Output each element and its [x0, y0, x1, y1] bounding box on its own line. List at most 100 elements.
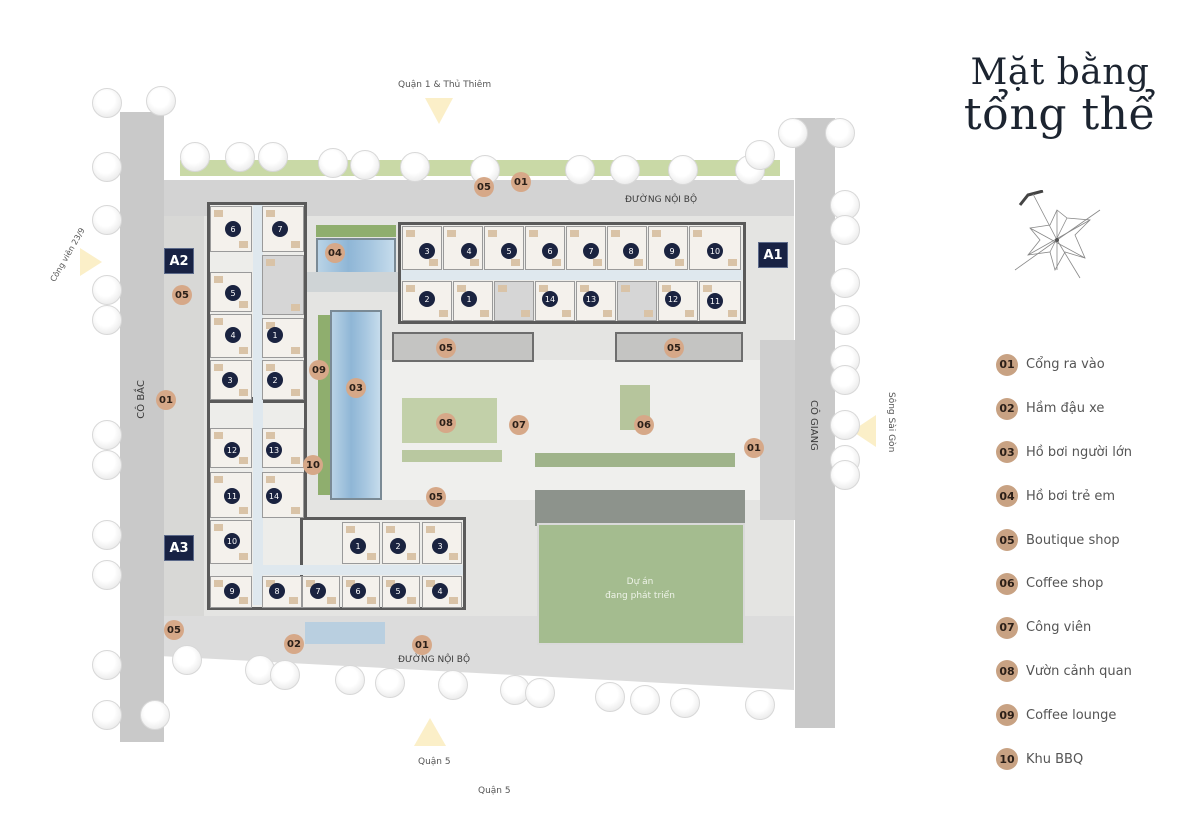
unit[interactable]	[382, 576, 420, 608]
amenity-marker[interactable]: 03	[346, 378, 366, 398]
road-co-giang	[795, 118, 835, 728]
amenity-marker[interactable]: 01	[511, 172, 531, 192]
development-lot	[537, 523, 745, 645]
amenity-marker[interactable]: 01	[156, 390, 176, 410]
amenity-marker[interactable]: 01	[412, 635, 432, 655]
tree-icon	[830, 410, 860, 440]
unit-number: 6	[225, 221, 241, 237]
tree-icon	[610, 155, 640, 185]
unit[interactable]	[453, 281, 493, 321]
unit-number: 9	[664, 243, 680, 259]
unit[interactable]	[210, 272, 252, 312]
tree-icon	[92, 152, 122, 182]
amenity-marker[interactable]: 08	[436, 413, 456, 433]
legend-badge: 09	[996, 704, 1018, 727]
unit-number: 7	[272, 221, 288, 237]
tree-icon	[92, 305, 122, 335]
legend-label: Coffee lounge	[1026, 707, 1117, 723]
tree-icon	[668, 155, 698, 185]
tree-icon	[335, 665, 365, 695]
amenity-marker[interactable]: 09	[309, 360, 329, 380]
dev-lot-border	[535, 490, 745, 526]
unit[interactable]	[342, 576, 380, 608]
west-wing-corridor	[253, 205, 263, 605]
amenity-marker[interactable]: 02	[284, 634, 304, 654]
title-line-2: tổng thể	[963, 88, 1157, 140]
tree-icon	[830, 365, 860, 395]
unit-number: 1	[267, 327, 283, 343]
unit-number: 3	[222, 372, 238, 388]
garden-row	[402, 450, 502, 462]
unit[interactable]	[699, 281, 741, 321]
tree-icon	[525, 678, 555, 708]
amenity-marker[interactable]: 07	[509, 415, 529, 435]
tree-icon	[92, 450, 122, 480]
amenity-marker[interactable]: 04	[325, 243, 345, 263]
road-label-internal-north: ĐƯỜNG NỘI BỘ	[625, 195, 698, 205]
unit[interactable]	[576, 281, 616, 321]
direction-label-south: Quận 5	[418, 757, 451, 767]
unit-number: 10	[224, 533, 240, 549]
shop-a1-left	[392, 332, 534, 362]
tree-icon	[180, 142, 210, 172]
unit[interactable]	[262, 428, 304, 468]
amenity-marker[interactable]: 05	[436, 338, 456, 358]
unit[interactable]	[648, 226, 688, 270]
tree-icon	[565, 155, 595, 185]
amenity-marker[interactable]: 05	[664, 338, 684, 358]
tree-icon	[595, 682, 625, 712]
unit-number: 14	[542, 291, 558, 307]
tower-a1-corridor	[401, 270, 743, 280]
road-label-internal-south: ĐƯỜNG NỘI BỘ	[398, 655, 471, 665]
tree-icon	[92, 205, 122, 235]
tree-icon	[318, 148, 348, 178]
tree-icon	[225, 142, 255, 172]
tree-icon	[92, 275, 122, 305]
tree-icon	[400, 152, 430, 182]
legend-badge: 03	[996, 441, 1018, 464]
stair-core	[262, 255, 304, 315]
unit[interactable]	[210, 360, 252, 400]
amenity-marker[interactable]: 06	[634, 415, 654, 435]
legend-badge: 10	[996, 748, 1018, 771]
amenity-marker[interactable]: 10	[303, 455, 323, 475]
amenity-marker[interactable]: 05	[474, 177, 494, 197]
unit[interactable]	[484, 226, 524, 270]
unit-number: 5	[501, 243, 517, 259]
legend-label: Coffee shop	[1026, 576, 1104, 592]
amenity-marker[interactable]: 05	[172, 285, 192, 305]
legend-label: Hồ bơi người lớn	[1026, 444, 1133, 460]
tree-icon	[92, 520, 122, 550]
unit-number: 6	[542, 243, 558, 259]
amenity-marker[interactable]: 01	[744, 438, 764, 458]
direction-arrow-west-icon	[80, 248, 102, 276]
unit-number: 14	[266, 488, 282, 504]
tree-icon	[630, 685, 660, 715]
direction-arrow-south-icon	[414, 718, 446, 746]
unit-number: 8	[269, 583, 285, 599]
tree-icon	[830, 268, 860, 298]
legend-badge: 04	[996, 485, 1018, 508]
tower-a3-badge[interactable]: A3	[164, 535, 194, 561]
legend-label: Vườn cảnh quan	[1026, 663, 1132, 679]
unit-number: 2	[390, 538, 406, 554]
amenity-marker[interactable]: 05	[426, 487, 446, 507]
legend-badge: 02	[996, 397, 1018, 420]
tower-a1-badge[interactable]: A1	[758, 242, 788, 268]
unit-number: 10	[707, 243, 723, 259]
amenity-marker[interactable]: 05	[164, 620, 184, 640]
tower-a2-badge[interactable]: A2	[164, 248, 194, 274]
east-entrance-paving	[760, 340, 795, 520]
unit[interactable]	[525, 226, 565, 270]
road-co-bac	[120, 112, 164, 742]
tree-icon	[830, 460, 860, 490]
legend-badge: 06	[996, 572, 1018, 595]
tree-icon	[92, 700, 122, 730]
unit-number: 3	[419, 243, 435, 259]
unit-number: 6	[350, 583, 366, 599]
legend-badge: 01	[996, 353, 1018, 376]
